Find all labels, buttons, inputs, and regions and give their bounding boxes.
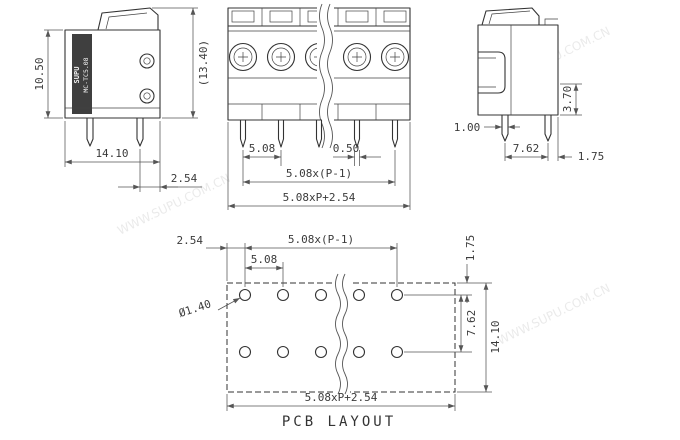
lever xyxy=(97,7,159,31)
pin xyxy=(136,117,144,147)
pin xyxy=(277,119,285,148)
model-text: MC-TC5.08 xyxy=(82,57,90,92)
dim-front-overall-width: 5.08xP+2.54 xyxy=(283,191,356,204)
pin xyxy=(86,117,94,147)
screw-hole xyxy=(139,88,155,104)
side-view: SUPU MC-TC5.08 10.50 (13.40) 14.10 2.54 xyxy=(33,7,210,192)
screw-hole xyxy=(139,53,155,69)
dim-pcb-hole-diameter: Ø1.40 xyxy=(177,297,213,320)
dim-side-pin-to-edge: 2.54 xyxy=(171,172,198,185)
dim-end-row-pitch: 7.62 xyxy=(513,142,540,155)
pcb-hole xyxy=(238,288,252,302)
dim-end-pin-thickness: 1.00 xyxy=(454,121,481,134)
front-view-dimensions: 5.08 0.50 5.08x(P-1) 5.08xP+2.54 xyxy=(227,122,411,210)
pin xyxy=(391,119,399,148)
pcb-hole xyxy=(276,345,290,359)
label-band xyxy=(72,34,92,114)
pcb-hole xyxy=(352,288,366,302)
break-line xyxy=(342,273,348,395)
pcb-hole xyxy=(238,345,252,359)
pcb-hole xyxy=(352,345,366,359)
pcb-hole xyxy=(276,288,290,302)
pin xyxy=(315,119,323,148)
dim-pcb-depth: 14.10 xyxy=(489,320,502,353)
dim-front-pin-width: 0.50 xyxy=(333,142,360,155)
side-view-dimensions: 10.50 (13.40) 14.10 2.54 xyxy=(33,7,210,192)
wire-notch xyxy=(477,51,506,94)
lever xyxy=(481,7,540,26)
front-view: 5.08 0.50 5.08x(P-1) 5.08xP+2.54 xyxy=(227,3,411,210)
dim-pcb-row-pitch: 7.62 xyxy=(465,310,478,337)
pcb-hole xyxy=(390,288,404,302)
pcb-hole xyxy=(314,288,328,302)
housing xyxy=(477,24,559,116)
dim-pcb-top-offset: 1.75 xyxy=(464,235,477,262)
end-view: 3.70 1.00 7.62 1.75 xyxy=(454,7,605,163)
pcb-layout-caption: PCB LAYOUT xyxy=(282,414,396,430)
pin xyxy=(239,119,247,148)
dim-side-height: 10.50 xyxy=(33,57,46,90)
dim-pcb-hole-span: 5.08x(P-1) xyxy=(288,233,354,246)
dim-end-pin-to-edge: 1.75 xyxy=(578,150,605,163)
break-line xyxy=(327,3,333,149)
pin xyxy=(353,119,361,148)
dim-front-pin-span: 5.08x(P-1) xyxy=(286,167,352,180)
pin xyxy=(544,114,552,142)
pcb-dimensions: 2.54 5.08x(P-1) 5.08 Ø1.40 1.75 7.62 14.… xyxy=(177,233,502,411)
pcb-hole xyxy=(314,345,328,359)
pcb-holes xyxy=(238,288,404,359)
dim-pcb-pitch: 5.08 xyxy=(251,253,278,266)
pcb-hole xyxy=(390,345,404,359)
watermark-text: WWW.SUPU.COM.CN xyxy=(495,281,612,348)
pcb-layout-view: 2.54 5.08x(P-1) 5.08 Ø1.40 1.75 7.62 14.… xyxy=(177,233,503,430)
end-view-dimensions: 3.70 1.00 7.62 1.75 xyxy=(454,83,605,163)
dim-end-depth: 3.70 xyxy=(561,86,574,113)
front-view-body xyxy=(227,3,411,149)
brand-text: SUPU xyxy=(73,67,81,84)
break-line xyxy=(335,273,341,395)
dim-front-pitch: 5.08 xyxy=(249,142,276,155)
break-mask xyxy=(333,273,350,396)
pin xyxy=(501,114,509,142)
dim-side-overall-height: (13.40) xyxy=(197,40,210,86)
break-mask xyxy=(317,3,334,149)
dim-pcb-edge-offset: 2.54 xyxy=(177,234,204,247)
side-view-body: SUPU MC-TC5.08 xyxy=(64,7,161,147)
dim-side-width: 14.10 xyxy=(95,147,128,160)
end-view-body xyxy=(477,7,559,142)
dim-pcb-overall-width: 5.08xP+2.54 xyxy=(305,391,378,404)
